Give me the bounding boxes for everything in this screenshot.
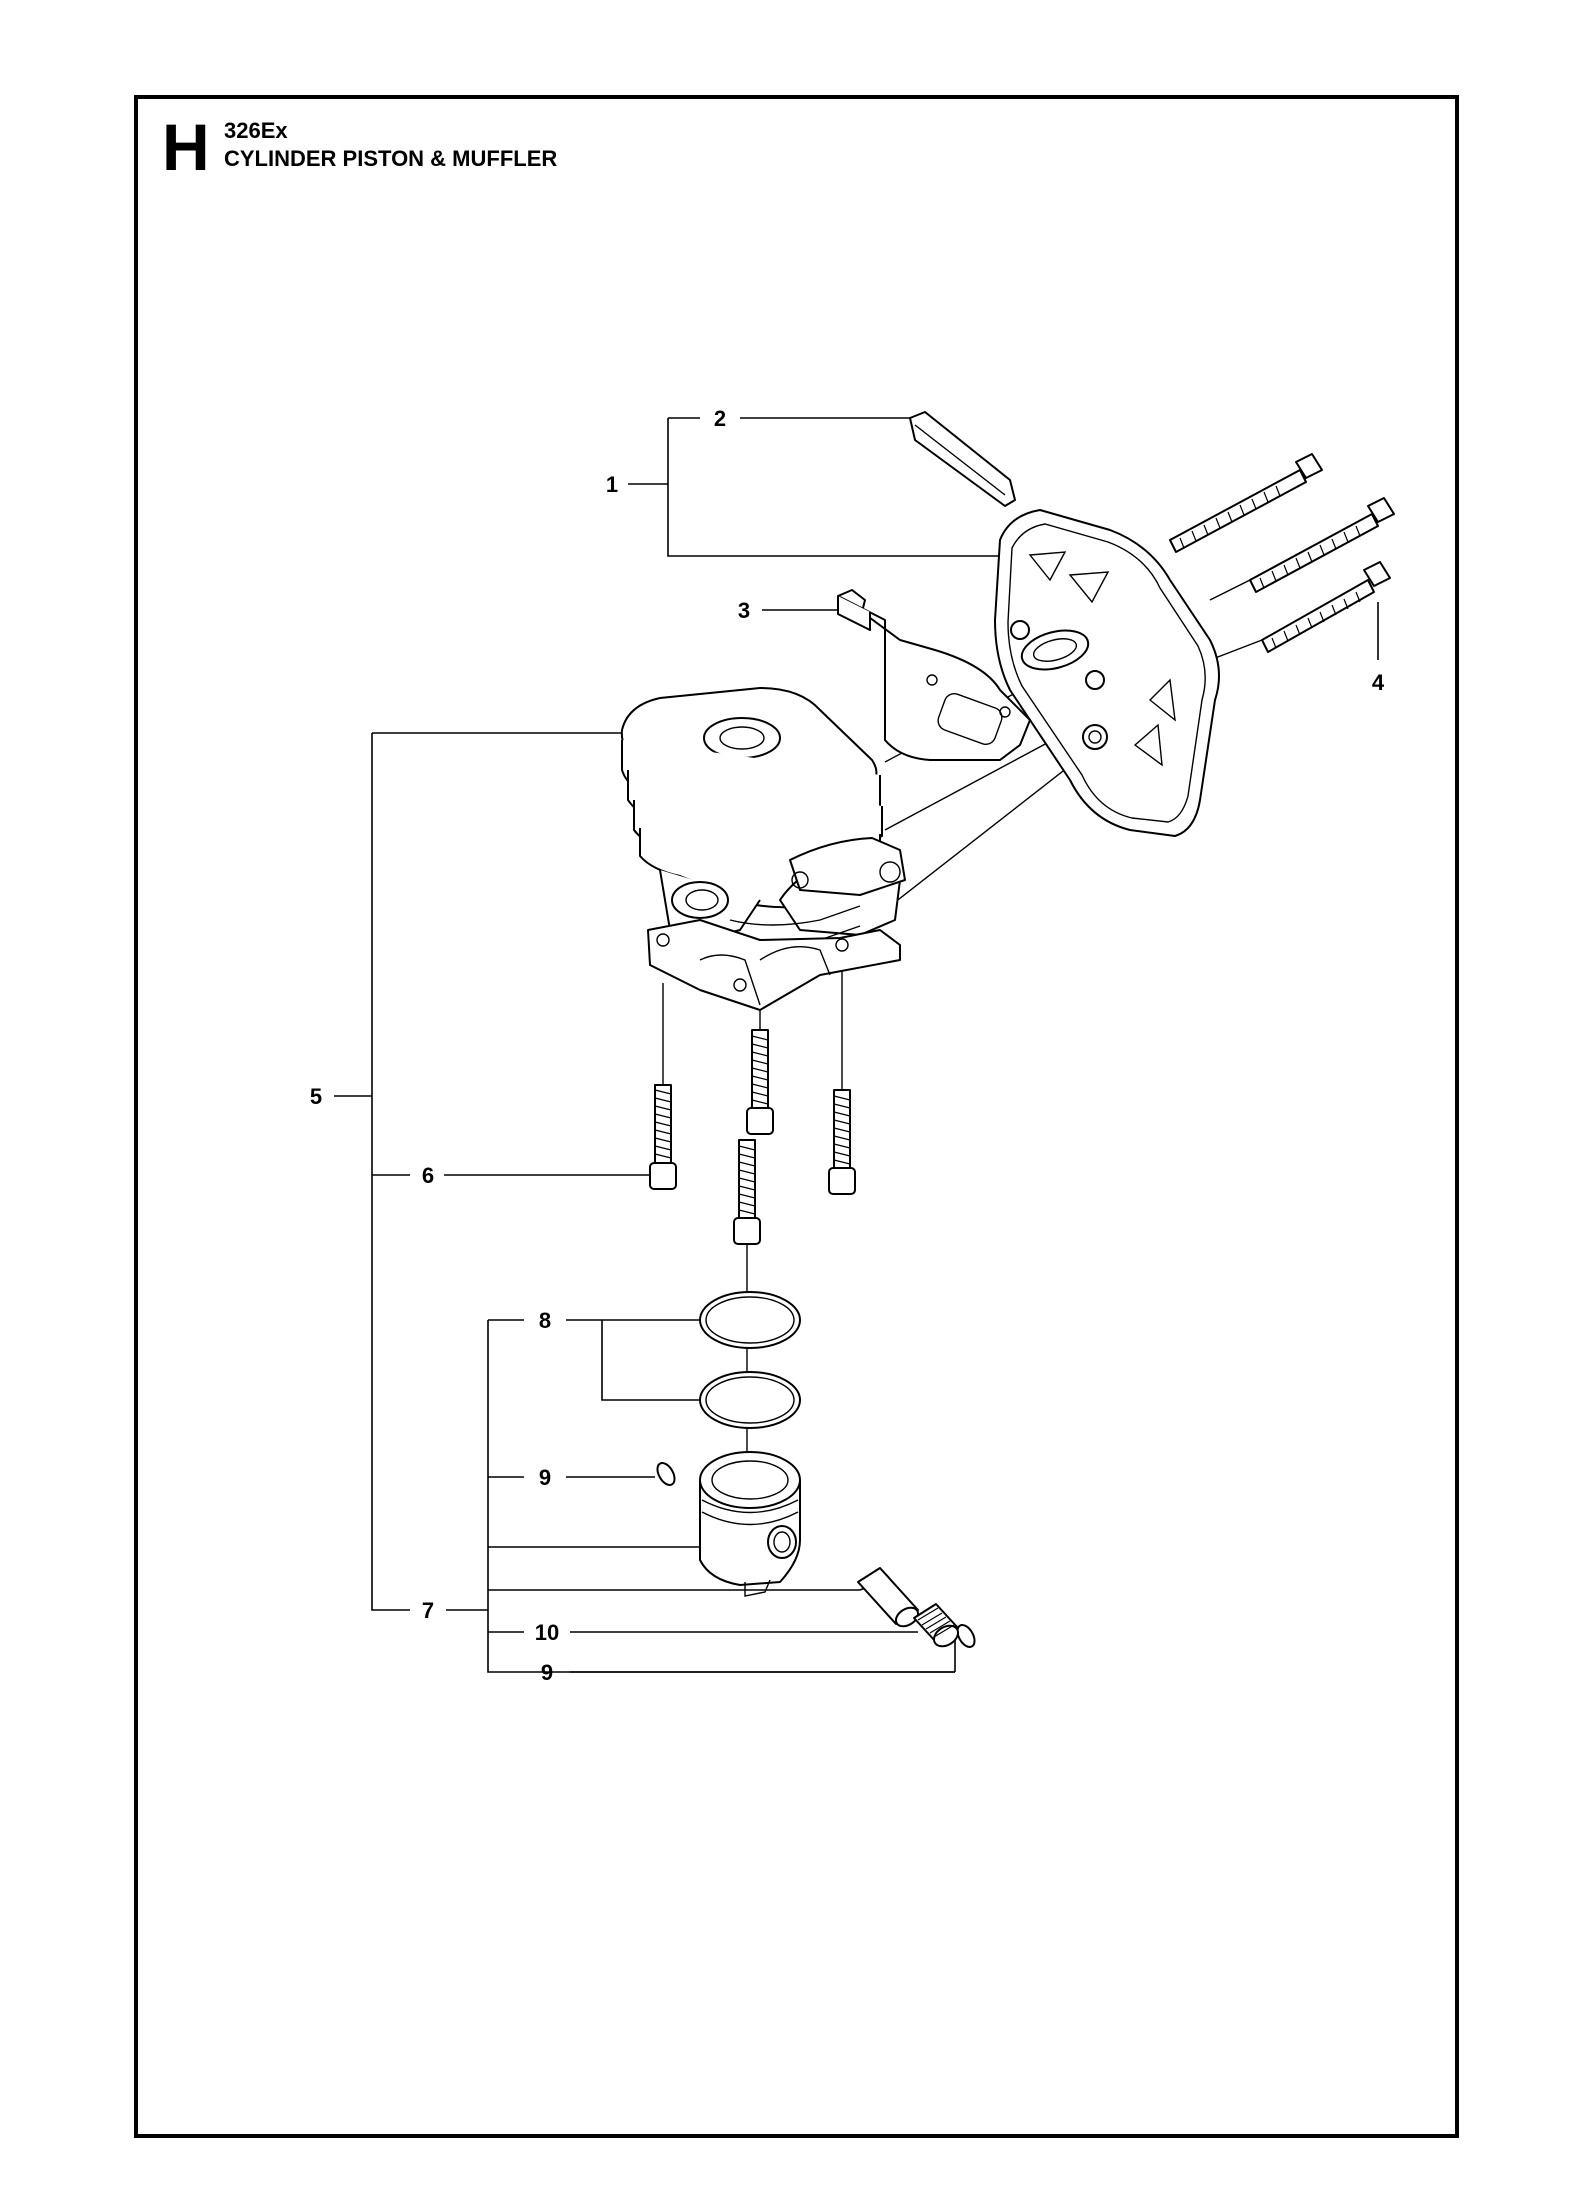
callout-9-upper: 9 bbox=[539, 1465, 551, 1490]
piston bbox=[699, 1451, 801, 1597]
circlip-lower bbox=[956, 1624, 976, 1648]
circlip-upper bbox=[656, 1462, 676, 1486]
cylinder-screw-2 bbox=[746, 1029, 774, 1135]
page-frame bbox=[134, 95, 1459, 2138]
muffler-screw-3 bbox=[1261, 561, 1391, 653]
callout-8: 8 bbox=[539, 1308, 551, 1333]
cylinder-screw-3 bbox=[828, 1089, 856, 1195]
cylinder bbox=[620, 687, 906, 1011]
muffler-gasket bbox=[837, 589, 1031, 761]
callout-6: 6 bbox=[422, 1163, 434, 1188]
callout-2: 2 bbox=[714, 406, 726, 431]
piston-pin bbox=[857, 1567, 920, 1628]
cylinder-screw-4 bbox=[733, 1139, 761, 1245]
muffler bbox=[994, 509, 1220, 837]
muffler-shield-plate bbox=[909, 411, 1016, 507]
cylinder-screw-1 bbox=[649, 1084, 677, 1190]
muffler-screw-2 bbox=[1249, 497, 1395, 593]
callout-10: 10 bbox=[535, 1620, 559, 1645]
model-name: 326Ex bbox=[224, 118, 288, 143]
callout-3: 3 bbox=[738, 598, 750, 623]
piston-ring-upper bbox=[699, 1291, 801, 1349]
leader-lines bbox=[334, 417, 1379, 1673]
section-letter: H bbox=[162, 110, 210, 184]
callout-labels: 2 1 3 4 5 6 7 8 9 10 9 bbox=[310, 406, 1385, 1685]
callout-7: 7 bbox=[422, 1598, 434, 1623]
piston-ring-lower bbox=[699, 1371, 801, 1429]
callout-9-lower: 9 bbox=[541, 1660, 553, 1685]
needle-bearing bbox=[913, 1603, 960, 1648]
muffler-screw-1 bbox=[1169, 453, 1323, 553]
callout-5: 5 bbox=[310, 1084, 322, 1109]
callout-4: 4 bbox=[1372, 670, 1385, 695]
section-title: CYLINDER PISTON & MUFFLER bbox=[224, 146, 558, 171]
callout-1: 1 bbox=[606, 472, 618, 497]
